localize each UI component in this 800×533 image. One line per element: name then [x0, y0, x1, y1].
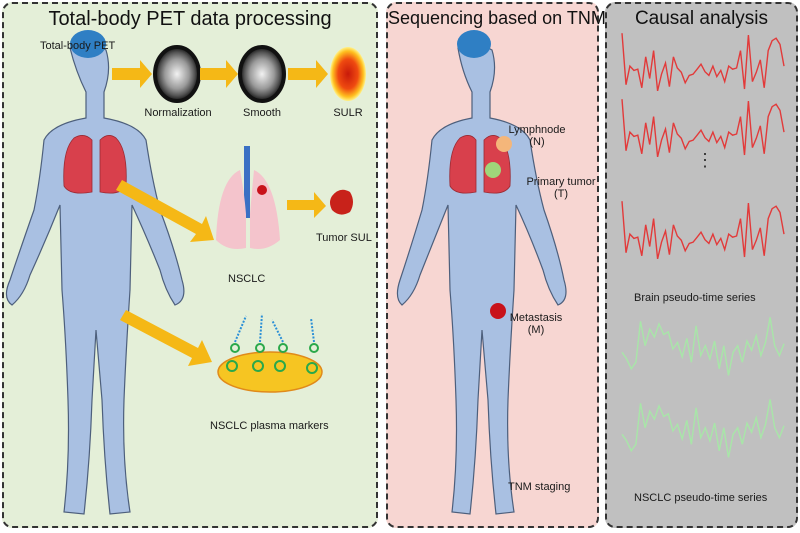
pet-processing-panel: Total-body PET data processing	[2, 2, 378, 528]
lymphnode-text: Lymphnode	[508, 124, 566, 136]
label-normalization: Normalization	[144, 107, 212, 119]
label-metastasis: Metastasis (M)	[508, 312, 564, 336]
tnm-sequencing-title: Sequencing based on TNM	[388, 8, 606, 28]
causal-analysis-title: Causal analysis	[634, 8, 769, 29]
label-nsclc-series: NSCLC pseudo-time series	[634, 492, 768, 504]
label-total-body-pet: Total-body PET	[40, 40, 116, 52]
label-tumor-sul: Tumor SUL	[316, 232, 372, 244]
label-smooth: Smooth	[243, 107, 281, 119]
label-plasma-markers: NSCLC plasma markers	[210, 420, 329, 432]
label-brain-series: Brain pseudo-time series	[634, 292, 756, 304]
label-tnm-staging: TNM staging	[508, 481, 571, 493]
causal-analysis-panel: Causal analysis	[605, 2, 798, 528]
metastasis-text: Metastasis	[509, 312, 563, 324]
label-lymphnode: Lymphnode (N)	[504, 124, 570, 148]
label-sulr: SULR	[333, 107, 363, 119]
lymphnode-code: (N)	[529, 136, 545, 148]
primary-tumor-code: (T)	[553, 188, 569, 200]
series-ellipsis: ⋮	[696, 150, 714, 170]
tnm-sequencing-panel: Sequencing based on TNM	[386, 2, 606, 528]
metastasis-code: (M)	[527, 324, 545, 336]
primary-tumor-text: Primary tumor	[526, 176, 596, 188]
pet-processing-title: Total-body PET data processing	[48, 8, 332, 30]
label-nsclc: NSCLC	[228, 273, 266, 285]
label-primary-tumor: Primary tumor (T)	[526, 176, 596, 200]
